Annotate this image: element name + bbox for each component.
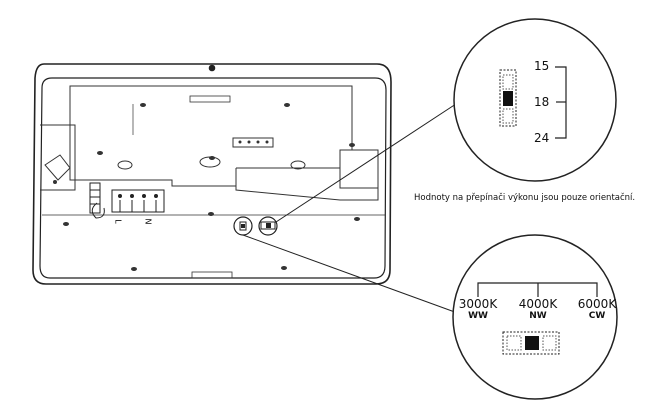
power-switch-callout xyxy=(453,18,617,182)
power-leader-line xyxy=(275,99,463,223)
terminal-block-icon xyxy=(89,182,165,219)
cct-4000k-kelvin: 4000K xyxy=(518,297,558,311)
cct-leader-line xyxy=(242,234,464,316)
power-switch-note: Hodnoty na přepínači výkonu jsou pouze o… xyxy=(414,193,636,203)
power-value-15: 15 xyxy=(534,59,550,73)
cct-switch-callout xyxy=(452,234,618,400)
cct-option-3000k: 3000K WW xyxy=(456,297,500,321)
fixture-housing xyxy=(32,63,392,285)
power-value-24: 24 xyxy=(534,131,550,145)
cct-3000k-code: WW xyxy=(468,311,488,321)
power-value-18: 18 xyxy=(534,95,550,109)
mounting-plate xyxy=(40,85,385,279)
power-switch-spot xyxy=(233,216,253,236)
cct-option-4000k: 4000K NW xyxy=(516,297,560,321)
terminal-l-label: L xyxy=(113,219,123,224)
cct-switch-spot xyxy=(258,216,278,236)
cct-option-6000k: 6000K CW xyxy=(575,297,619,321)
cct-3000k-kelvin: 3000K xyxy=(458,297,498,311)
cct-4000k-code: NW xyxy=(529,311,547,321)
cct-6000k-code: CW xyxy=(588,311,606,321)
cct-6000k-kelvin: 6000K xyxy=(577,297,617,311)
terminal-n-label: N xyxy=(143,218,153,225)
mounting-hole-icon xyxy=(208,64,216,72)
